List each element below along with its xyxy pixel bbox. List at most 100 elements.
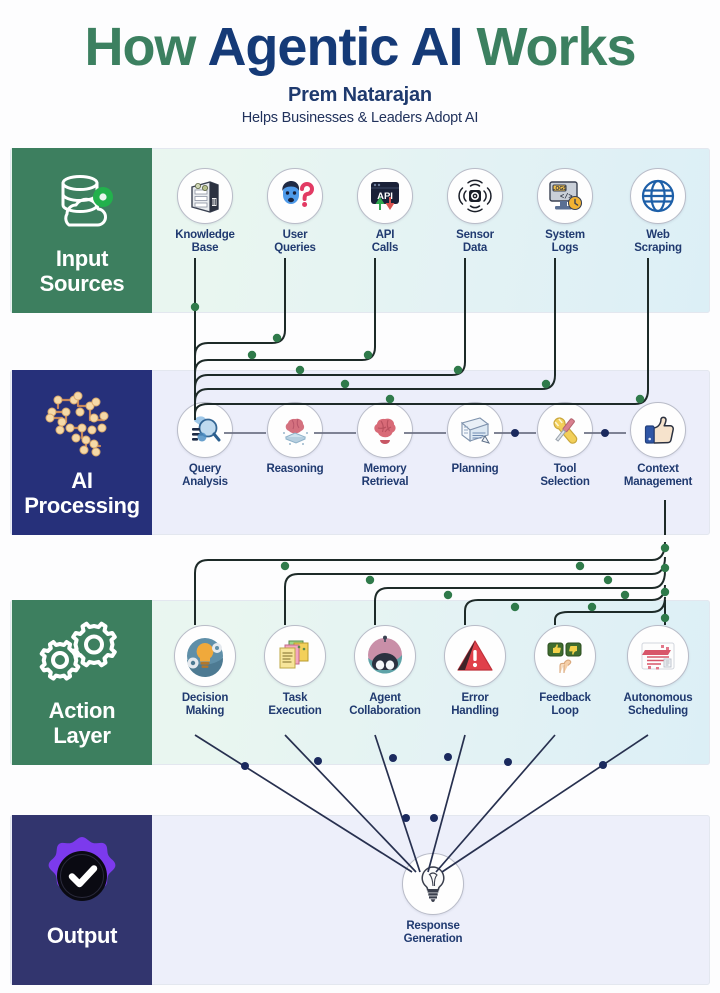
band-output: Output Response Generation (10, 815, 710, 985)
label-line1: Decision (181, 692, 229, 704)
label-line2: Handling (451, 705, 499, 717)
sidecard-label: Action Layer (45, 698, 120, 748)
node-knowledge-base[interactable]: Knowledge Base (159, 168, 251, 255)
label-line1: Knowledge (175, 229, 235, 241)
label-line1: Task (282, 692, 308, 704)
sidecard-label-line1: Output (46, 923, 118, 948)
node-decision-making[interactable]: Decision Making (159, 625, 251, 718)
node-task-execution[interactable]: Task Execution (249, 625, 341, 718)
node-label: Autonomous Scheduling (612, 692, 704, 718)
node-autonomous-scheduling[interactable]: Autonomous Scheduling (612, 625, 704, 718)
label-line1: Planning (451, 463, 499, 475)
monitor-logs-icon: LOGS </> (537, 168, 593, 224)
node-label: Feedback Loop (519, 692, 611, 718)
thumbs-up-icon (630, 402, 686, 458)
label-line1: Agent (369, 692, 401, 704)
header: How Agentic AI Works Prem Natarajan Help… (0, 0, 720, 145)
svg-text:LOGS: LOGS (552, 186, 567, 192)
sidecard-label-line2: Processing (24, 493, 140, 518)
tagline: Helps Businesses & Leaders Adopt AI (241, 110, 479, 126)
node-label: Error Handling (429, 692, 521, 718)
label-line2: Execution (268, 705, 322, 717)
sensor-signal-icon (447, 168, 503, 224)
node-api-calls[interactable]: API API Calls (339, 168, 431, 255)
node-tool-selection[interactable]: Tool Selection (519, 402, 611, 489)
api-window-icon: API (357, 168, 413, 224)
label-line1: Memory (363, 463, 407, 475)
node-agent-collaboration[interactable]: Agent Collaboration (339, 625, 431, 718)
label-line2: Analysis (182, 476, 228, 488)
node-label: Task Execution (249, 692, 341, 718)
node-label: Response Generation (387, 920, 479, 946)
sidecard-output: Output (12, 815, 152, 985)
node-feedback-loop[interactable]: Feedback Loop (519, 625, 611, 718)
sidecard-ai-processing: AI Processing (12, 370, 152, 535)
label-line2: Scheduling (628, 705, 688, 717)
node-reasoning[interactable]: Reasoning (249, 402, 341, 476)
node-sensor-data[interactable]: Sensor Data (429, 168, 521, 255)
label-line1: Sensor (456, 229, 494, 241)
node-label: Agent Collaboration (339, 692, 431, 718)
sidecard-label: Input Sources (36, 246, 129, 296)
magnifier-data-icon (177, 402, 233, 458)
label-line2: Collaboration (349, 705, 421, 717)
node-label: Web Scraping (612, 229, 704, 255)
node-error-handling[interactable]: Error Handling (429, 625, 521, 718)
node-user-queries[interactable]: User Queries (249, 168, 341, 255)
check-badge-icon (39, 833, 125, 919)
node-label: Planning (429, 463, 521, 476)
sidecard-label: Output (43, 923, 121, 948)
label-line2: Data (462, 242, 488, 254)
label-line1: Error (461, 692, 489, 704)
page-title: How Agentic AI Works (0, 0, 720, 76)
node-label: Memory Retrieval (339, 463, 431, 489)
sidecard-input-sources: Input Sources (12, 148, 152, 313)
node-memory-retrieval[interactable]: Memory Retrieval (339, 402, 431, 489)
label-line1: Feedback (539, 692, 591, 704)
node-system-logs[interactable]: LOGS </> System Logs (519, 168, 611, 255)
sidecard-label-line2: Sources (39, 271, 125, 296)
node-web-scraping[interactable]: Web Scraping (612, 168, 704, 255)
label-line1: API (375, 229, 395, 241)
lightbulb-icon (402, 853, 464, 915)
label-line1: System (545, 229, 585, 241)
globe-icon (630, 168, 686, 224)
label-line2: Selection (540, 476, 590, 488)
sidecard-action-layer: Action Layer (12, 600, 152, 765)
label-line1: Tool (553, 463, 577, 475)
node-label: Reasoning (249, 463, 341, 476)
author-name: Prem Natarajan (288, 84, 432, 106)
user-question-icon (267, 168, 323, 224)
sidecard-label-line1: Action (48, 698, 116, 723)
label-line1: Autonomous (623, 692, 693, 704)
brain-icon (357, 402, 413, 458)
label-line2: Base (191, 242, 219, 254)
two-gears-icon (34, 614, 130, 694)
warning-triangle-icon (444, 625, 506, 687)
label-line2: Management (623, 476, 693, 488)
node-label: Knowledge Base (159, 229, 251, 255)
node-planning[interactable]: Planning (429, 402, 521, 476)
label-line2: Queries (274, 242, 316, 254)
node-context-management[interactable]: Context Management (612, 402, 704, 489)
sidecard-label-line2: Layer (53, 723, 111, 748)
node-label: Sensor Data (429, 229, 521, 255)
svg-text:API: API (377, 191, 393, 202)
label-line2: Logs (551, 242, 579, 254)
label-line1: Web (646, 229, 670, 241)
title-segment-1: How (84, 17, 208, 77)
robot-icon (354, 625, 416, 687)
label-line2: Generation (403, 933, 463, 945)
label-line1: User (282, 229, 308, 241)
title-segment-2: Agentic AI (207, 17, 477, 77)
label-line2: Calls (371, 242, 399, 254)
title-segment-3: Works (476, 17, 636, 77)
database-cloud-icon (47, 162, 117, 242)
brain-chip-icon (267, 402, 323, 458)
lightbulb-gears-icon (174, 625, 236, 687)
node-query-analysis[interactable]: Query Analysis (159, 402, 251, 489)
node-response-generation[interactable]: Response Generation (387, 853, 479, 946)
label-line1: Response (406, 920, 460, 932)
sidecard-label-line1: AI (71, 468, 93, 493)
